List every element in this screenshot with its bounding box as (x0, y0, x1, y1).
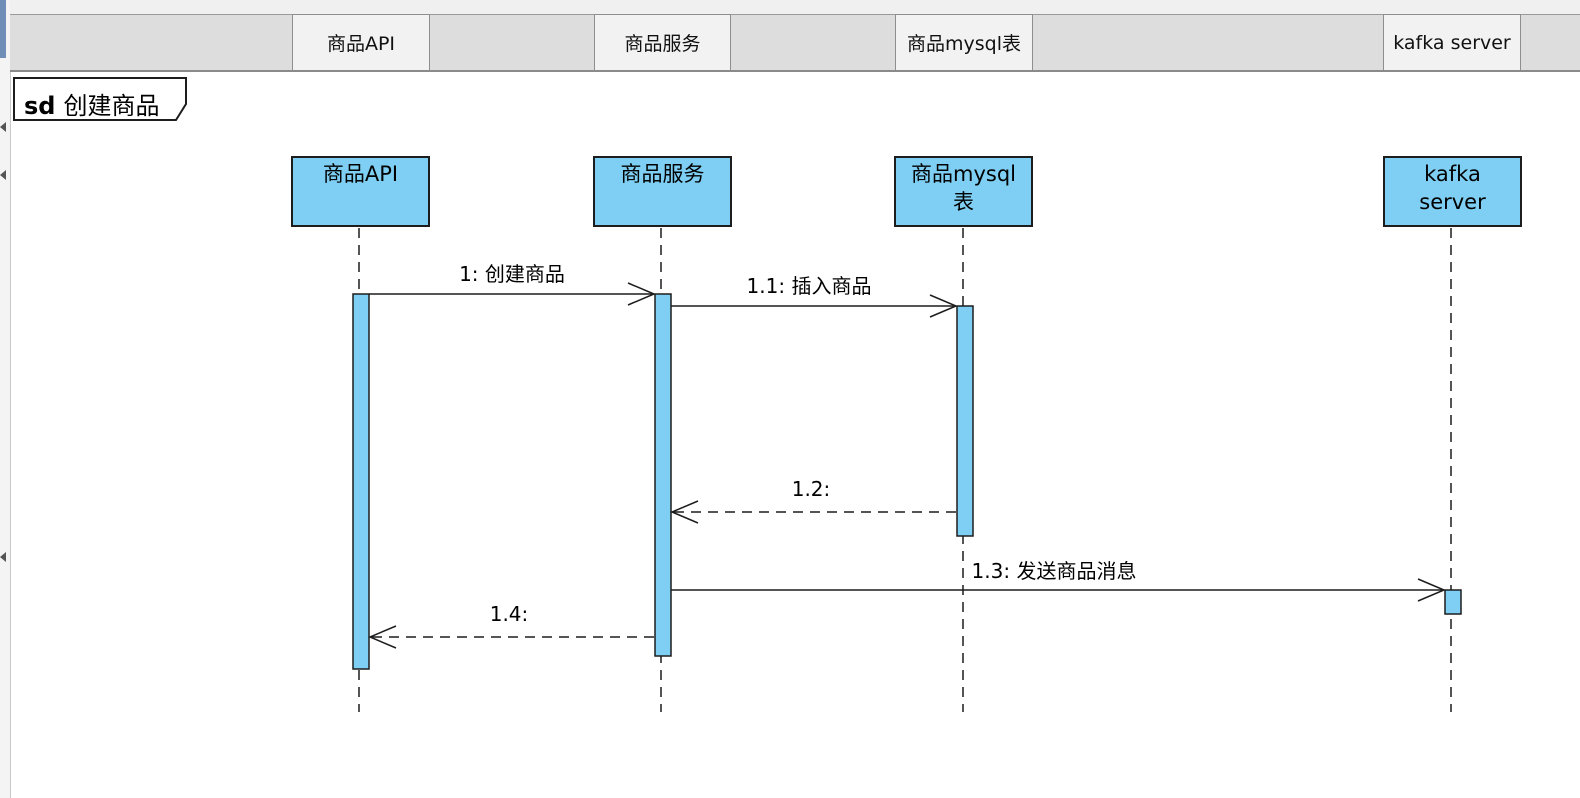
header-cell-mysql[interactable]: 商品mysql表 (895, 14, 1033, 72)
lifeline-head-service[interactable]: 商品服务 (593, 156, 732, 227)
top-strip (10, 0, 1580, 14)
lifeline-head-kafka[interactable]: kafka server (1383, 156, 1522, 227)
activation-bar-mysql[interactable] (956, 305, 974, 537)
lifeline-head-label: 商品服务 (620, 162, 705, 186)
gutter-collapse-icon[interactable] (0, 552, 6, 562)
message-arrow-1[interactable] (369, 282, 656, 306)
message-label-1-2: 1.2: (791, 477, 831, 501)
gutter-collapse-icon[interactable] (0, 122, 6, 132)
left-gutter (0, 0, 11, 798)
activation-bar-api[interactable] (352, 293, 370, 670)
frame-name: 创建商品 (63, 92, 160, 120)
message-arrow-1-2[interactable] (670, 500, 956, 524)
gutter-accent (0, 0, 6, 58)
message-label-1-4: 1.4: (489, 602, 529, 626)
activation-bar-service[interactable] (654, 293, 672, 657)
header-cell-api[interactable]: 商品API (292, 14, 430, 72)
lifeline-header-bar (10, 14, 1580, 72)
lifeline-head-label-line2: 表 (953, 190, 974, 214)
activation-bar-kafka[interactable] (1444, 589, 1462, 615)
lifeline-head-mysql[interactable]: 商品mysql 表 (894, 156, 1033, 227)
lifeline-head-label: 商品API (322, 162, 399, 186)
message-arrow-1-4[interactable] (368, 625, 654, 649)
message-label-1-3: 1.3: 发送商品消息 (971, 559, 1137, 583)
lifeline-head-label: kafka (1424, 162, 1481, 186)
message-arrow-1-3[interactable] (671, 578, 1446, 602)
message-label-1: 1: 创建商品 (459, 262, 565, 286)
lifeline-head-label-line2: server (1419, 190, 1486, 214)
header-cell-service[interactable]: 商品服务 (594, 14, 731, 72)
frame-keyword: sd (24, 92, 56, 120)
gutter-collapse-icon[interactable] (0, 170, 6, 180)
lifeline-head-api[interactable]: 商品API (291, 156, 430, 227)
message-arrow-1-1[interactable] (671, 294, 958, 318)
lifeline-head-label: 商品mysql (911, 162, 1016, 186)
message-label-1-1: 1.1: 插入商品 (746, 274, 872, 298)
header-cell-kafka[interactable]: kafka server (1383, 14, 1521, 72)
frame-tab-outline (13, 77, 187, 121)
